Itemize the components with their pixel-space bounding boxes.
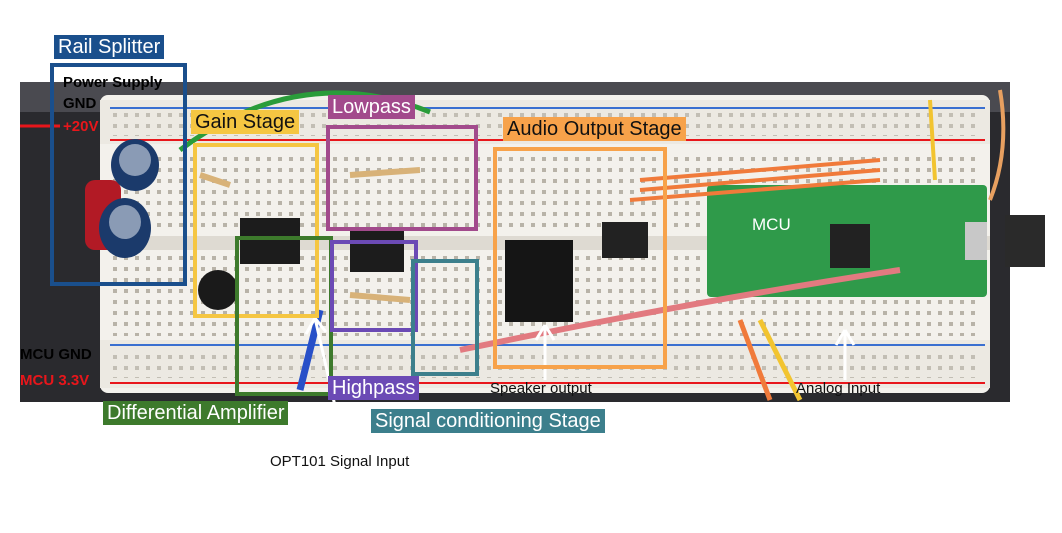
audio-output-stage-label: Audio Output Stage — [503, 117, 686, 141]
dac-chip — [602, 222, 648, 258]
gain-stage-label: Gain Stage — [191, 110, 300, 134]
opt101-signal-input-label: OPT101 Signal Input — [270, 453, 410, 470]
signal-conditioning-box — [411, 259, 479, 376]
signal-conditioning-stage-label: Signal conditioning Stage — [371, 409, 605, 433]
highpass-label: Highpass — [328, 376, 420, 400]
mcu-3v3-label: MCU 3.3V — [20, 372, 90, 389]
lowpass-box — [326, 125, 478, 231]
audio-jack — [505, 240, 573, 322]
analog-input-arrow — [834, 329, 856, 380]
lowpass-label: Lowpass — [328, 95, 415, 119]
gnd-label: GND — [63, 95, 97, 112]
power-supply-label: Power Supply — [63, 74, 163, 91]
potentiometer — [198, 270, 238, 310]
rail-splitter-box — [50, 63, 187, 286]
differential-amplifier-box — [235, 236, 333, 396]
mcu-gnd-label: MCU GND — [20, 346, 92, 363]
audio-output-stage-box — [493, 147, 667, 369]
speaker-arrow — [534, 324, 556, 380]
highpass-box — [330, 240, 418, 332]
rail-splitter-label: Rail Splitter — [54, 35, 165, 59]
gain-stage-box — [193, 143, 319, 318]
analog-input-label: Analog Input — [796, 380, 881, 397]
ic-filter — [350, 230, 404, 272]
differential-amplifier-label: Differential Amplifier — [103, 401, 289, 425]
plus-20v-label: +20V — [63, 118, 99, 135]
ic-gain — [240, 218, 300, 264]
speaker-output-label: Speaker output — [490, 380, 592, 397]
mcu-label: MCU — [752, 215, 791, 234]
